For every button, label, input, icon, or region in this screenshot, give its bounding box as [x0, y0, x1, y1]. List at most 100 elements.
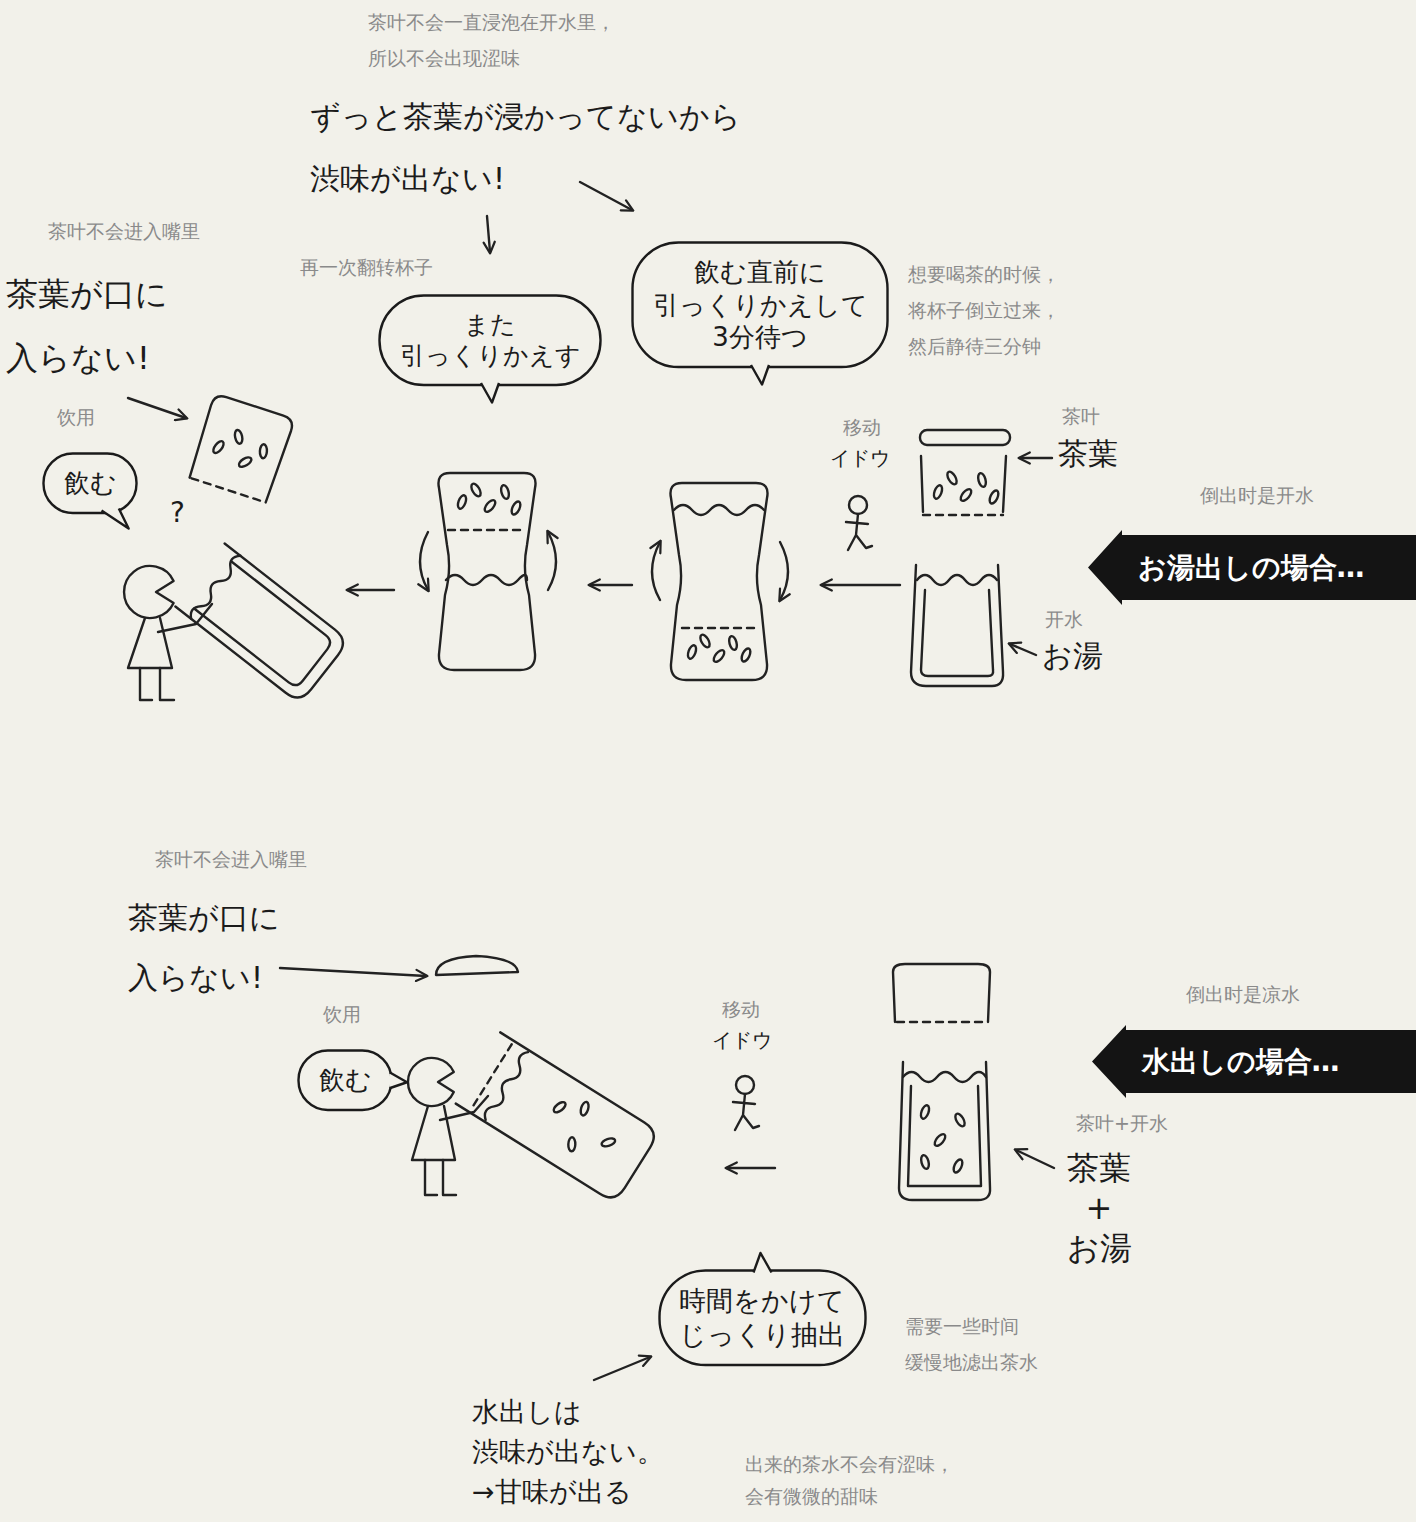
sketch: [175, 543, 349, 703]
sketch: [698, 633, 711, 649]
handwritten-note: 水出しは 渋味が出ない。 →甘味が出る: [472, 1392, 667, 1512]
sketch: [456, 1032, 660, 1203]
translation-note: 开水: [1045, 608, 1083, 631]
sketch: [408, 1058, 454, 1106]
connector-arrow: [1016, 1150, 1054, 1168]
sketch: [482, 1050, 532, 1123]
sketch: [933, 1132, 947, 1147]
title-banner: お湯出しの場合…: [1088, 530, 1416, 605]
speech-bubble-outline: [658, 1269, 867, 1367]
bubble-text-box: 時間をかけて じっくり抽出: [678, 1284, 847, 1352]
sketch: [438, 473, 535, 670]
sketch: [211, 439, 225, 454]
speech-bubble: 飲む: [297, 1049, 393, 1112]
sketch: [568, 1137, 575, 1151]
handwritten-note: イドウ: [830, 446, 890, 470]
sketch: [237, 455, 253, 468]
sketch: [674, 505, 764, 515]
speech-bubble: 飲む: [42, 452, 138, 515]
bubble-text-box: 飲む直前に 引っくりかえして 3分待つ: [651, 256, 869, 354]
sketch: [124, 182, 1054, 1380]
sketch: [945, 470, 958, 486]
banner-text-box: お湯出しの場合…: [1136, 550, 1366, 585]
flow-arrow: [727, 1167, 775, 1169]
handwritten-note: 茶葉が口に 入らない!: [6, 262, 171, 390]
sketch: [919, 1104, 930, 1120]
sketch: [652, 542, 660, 600]
sketch: [448, 529, 526, 531]
sketch: [911, 565, 1003, 686]
speech-bubble-outline: [659, 1271, 865, 1366]
translation-note: 茶叶不会一直浸泡在开水里， 所以不会出现涩味: [368, 4, 618, 76]
sketch: [988, 489, 1000, 505]
sketch: [469, 482, 482, 498]
sketch: [780, 542, 788, 600]
handwritten-note: ずっと茶葉が浸かってないから 渋味が出ない!: [310, 86, 744, 210]
sketch: [932, 484, 943, 500]
sketch: [1010, 644, 1036, 655]
sketch: [728, 635, 738, 650]
sketch: [682, 627, 756, 629]
sketch: [908, 1086, 981, 1186]
sketch: [822, 584, 900, 586]
bubble-text: 飲む: [317, 1064, 373, 1097]
sketch: [580, 182, 632, 210]
bubble-text-box: また 引っくりかえす: [398, 309, 582, 372]
sketch: [483, 498, 497, 513]
sketch: [977, 472, 987, 487]
handwritten-note: お湯: [1042, 638, 1103, 674]
sketch: [1020, 457, 1052, 459]
speech-bubble-outline: [299, 1050, 392, 1110]
sketch: [712, 648, 726, 663]
translation-note: 茶叶不会进入嘴里: [155, 848, 307, 871]
translation-note: 饮用: [323, 1003, 361, 1026]
sketch: [920, 1154, 930, 1169]
sketch: [412, 1106, 455, 1160]
translation-note: 想要喝茶的时候， 将杯子倒立过来， 然后静待三分钟: [908, 256, 1063, 364]
sketch: [420, 532, 428, 590]
handwritten-note: 茶葉が口に 入らない!: [128, 888, 283, 1008]
banner-text: お湯出しの場合…: [1136, 550, 1366, 585]
handwritten-note: 茶葉 + お湯: [1065, 1148, 1133, 1268]
sketch: [280, 968, 426, 976]
bubble-text: 時間をかけて じっくり抽出: [678, 1284, 847, 1352]
sketch: [425, 1160, 456, 1195]
sketch: [188, 393, 295, 503]
bubble-text-box: 飲む: [62, 467, 118, 500]
sketch: [510, 500, 522, 516]
handwritten-note: 茶葉: [1058, 436, 1118, 472]
sketch: [921, 590, 993, 676]
sketch: [594, 1357, 650, 1380]
sketch: [128, 398, 186, 418]
flipped-bottle: [420, 473, 556, 670]
translation-note: 茶叶+开水: [1076, 1112, 1168, 1135]
speech-bubble: 時間をかけて じっくり抽出: [658, 1269, 867, 1367]
sketch: [487, 216, 490, 252]
bubble-text: 飲む直前に 引っくりかえして 3分待つ: [651, 256, 869, 354]
sketch: [897, 1021, 986, 1023]
banner-arrow: [1092, 1025, 1416, 1098]
translation-note: 再一次翻转杯子: [300, 256, 433, 279]
speech-bubble-outline: [380, 295, 601, 385]
leader-arrow: [280, 968, 650, 1380]
bubble-text: また 引っくりかえす: [398, 309, 582, 372]
sketch: [579, 1101, 590, 1116]
sketch: [446, 575, 527, 585]
sketch: [917, 575, 997, 585]
sketch: [500, 484, 510, 499]
flipped-bottle: [652, 483, 788, 680]
sketch: [899, 1062, 990, 1200]
sketch: [175, 543, 349, 703]
bubble-text: 飲む: [62, 467, 118, 500]
speech-bubble-tail: [390, 1072, 408, 1088]
sketch: [601, 1137, 616, 1148]
sketch: [128, 618, 172, 668]
translation-note: 倒出时是凉水: [1186, 983, 1300, 1006]
sketch: [548, 532, 556, 590]
handwritten-note: イドウ: [712, 1028, 772, 1052]
sketch: [736, 1076, 754, 1094]
banner-text-box: 水出しの場合…: [1140, 1044, 1341, 1079]
translation-note: 茶叶: [1062, 405, 1100, 428]
translation-note: 需要一些时间 缓慢地滤出茶水: [905, 1308, 1041, 1380]
